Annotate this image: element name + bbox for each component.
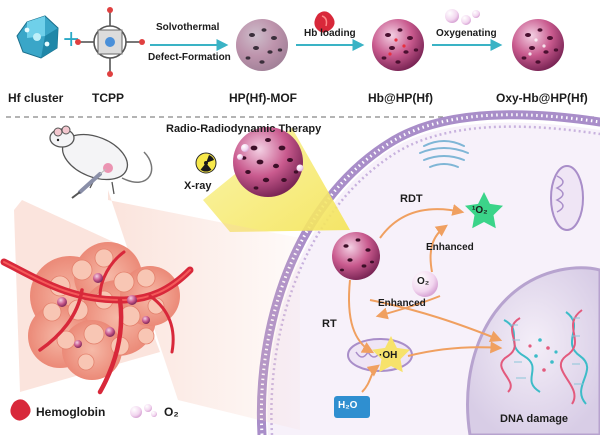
hb-mof-sphere — [372, 19, 424, 71]
label-hp-mof: HP(Hf)-MOF — [229, 91, 297, 105]
mouse-illustration — [49, 125, 153, 195]
label-hb-mof: Hb@HP(Hf) — [368, 91, 434, 105]
tcpp-molecule-icon — [75, 7, 145, 77]
oxygen-bubbles-icon — [445, 9, 480, 25]
legend-o2-label: O₂ — [164, 405, 179, 419]
label-singlet-oxygen: ¹O₂ — [472, 205, 488, 216]
hp-mof-sphere — [236, 19, 288, 71]
plus-sign: + — [62, 27, 80, 52]
label-dna-damage: DNA damage — [500, 413, 569, 425]
dna-fragments — [528, 338, 558, 372]
rdt-arrow — [379, 204, 465, 239]
golgi-apparatus — [419, 140, 469, 168]
water-to-oh-arrow — [361, 364, 380, 393]
nanoparticle-large — [233, 127, 303, 197]
label-rdt: RDT — [400, 193, 423, 205]
label-enhanced-1: Enhanced — [426, 242, 474, 253]
enhanced-arrow-left — [375, 295, 441, 320]
dna-strand-right — [559, 309, 589, 405]
label-oxygenating: Oxygenating — [436, 28, 497, 39]
nanoparticle-intracellular — [332, 232, 380, 280]
label-o2: O₂ — [417, 276, 430, 287]
hemoglobin-icon — [314, 11, 335, 33]
label-hf-cluster: Hf cluster — [8, 91, 64, 105]
rt-to-dna-arrow — [369, 299, 503, 343]
oxygen-bubble-mid — [412, 271, 438, 297]
hf-cluster-icon — [16, 15, 59, 59]
label-water: H₂O — [338, 400, 358, 411]
label-rt: RT — [322, 318, 337, 330]
syringe-icon — [71, 168, 107, 199]
label-xray: X-ray — [184, 180, 212, 192]
legend-hemoglobin-label: Hemoglobin — [36, 405, 106, 419]
enhanced-arrow-up — [429, 224, 448, 273]
label-solvothermal: Solvothermal — [156, 22, 220, 33]
tumor-mass — [28, 242, 180, 380]
label-hydroxyl: ·OH — [379, 350, 398, 361]
nucleus — [466, 266, 600, 435]
legend-o2-icon — [130, 404, 157, 418]
dna-strand-left — [500, 317, 541, 393]
label-defect-formation: Defect-Formation — [148, 52, 231, 63]
rt-arrow — [348, 279, 375, 354]
oxygen-bubbles-cluster — [237, 144, 304, 172]
mitochondrion-top-right — [550, 165, 584, 231]
hydroxyl-radical-star — [372, 336, 410, 373]
tumor-nanoparticles — [57, 273, 150, 348]
label-tcpp: TCPP — [92, 91, 125, 105]
label-hb-loading: Hb loading — [304, 28, 356, 39]
oh-to-dna-arrow — [407, 341, 503, 357]
blood-vessels — [0, 250, 194, 395]
label-oxy-hb-mof: Oxy-Hb@HP(Hf) — [496, 91, 588, 105]
legend-hemoglobin-icon — [10, 399, 31, 421]
water-box — [334, 396, 370, 418]
singlet-oxygen-star — [465, 192, 503, 229]
label-enhanced-2: Enhanced — [378, 298, 426, 309]
label-radio-radiodynamic-therapy: Radio-Radiodynamic Therapy — [166, 123, 322, 135]
radiation-icon — [195, 152, 217, 174]
oxy-hb-mof-sphere — [512, 19, 564, 71]
zoom-fan — [108, 190, 300, 430]
